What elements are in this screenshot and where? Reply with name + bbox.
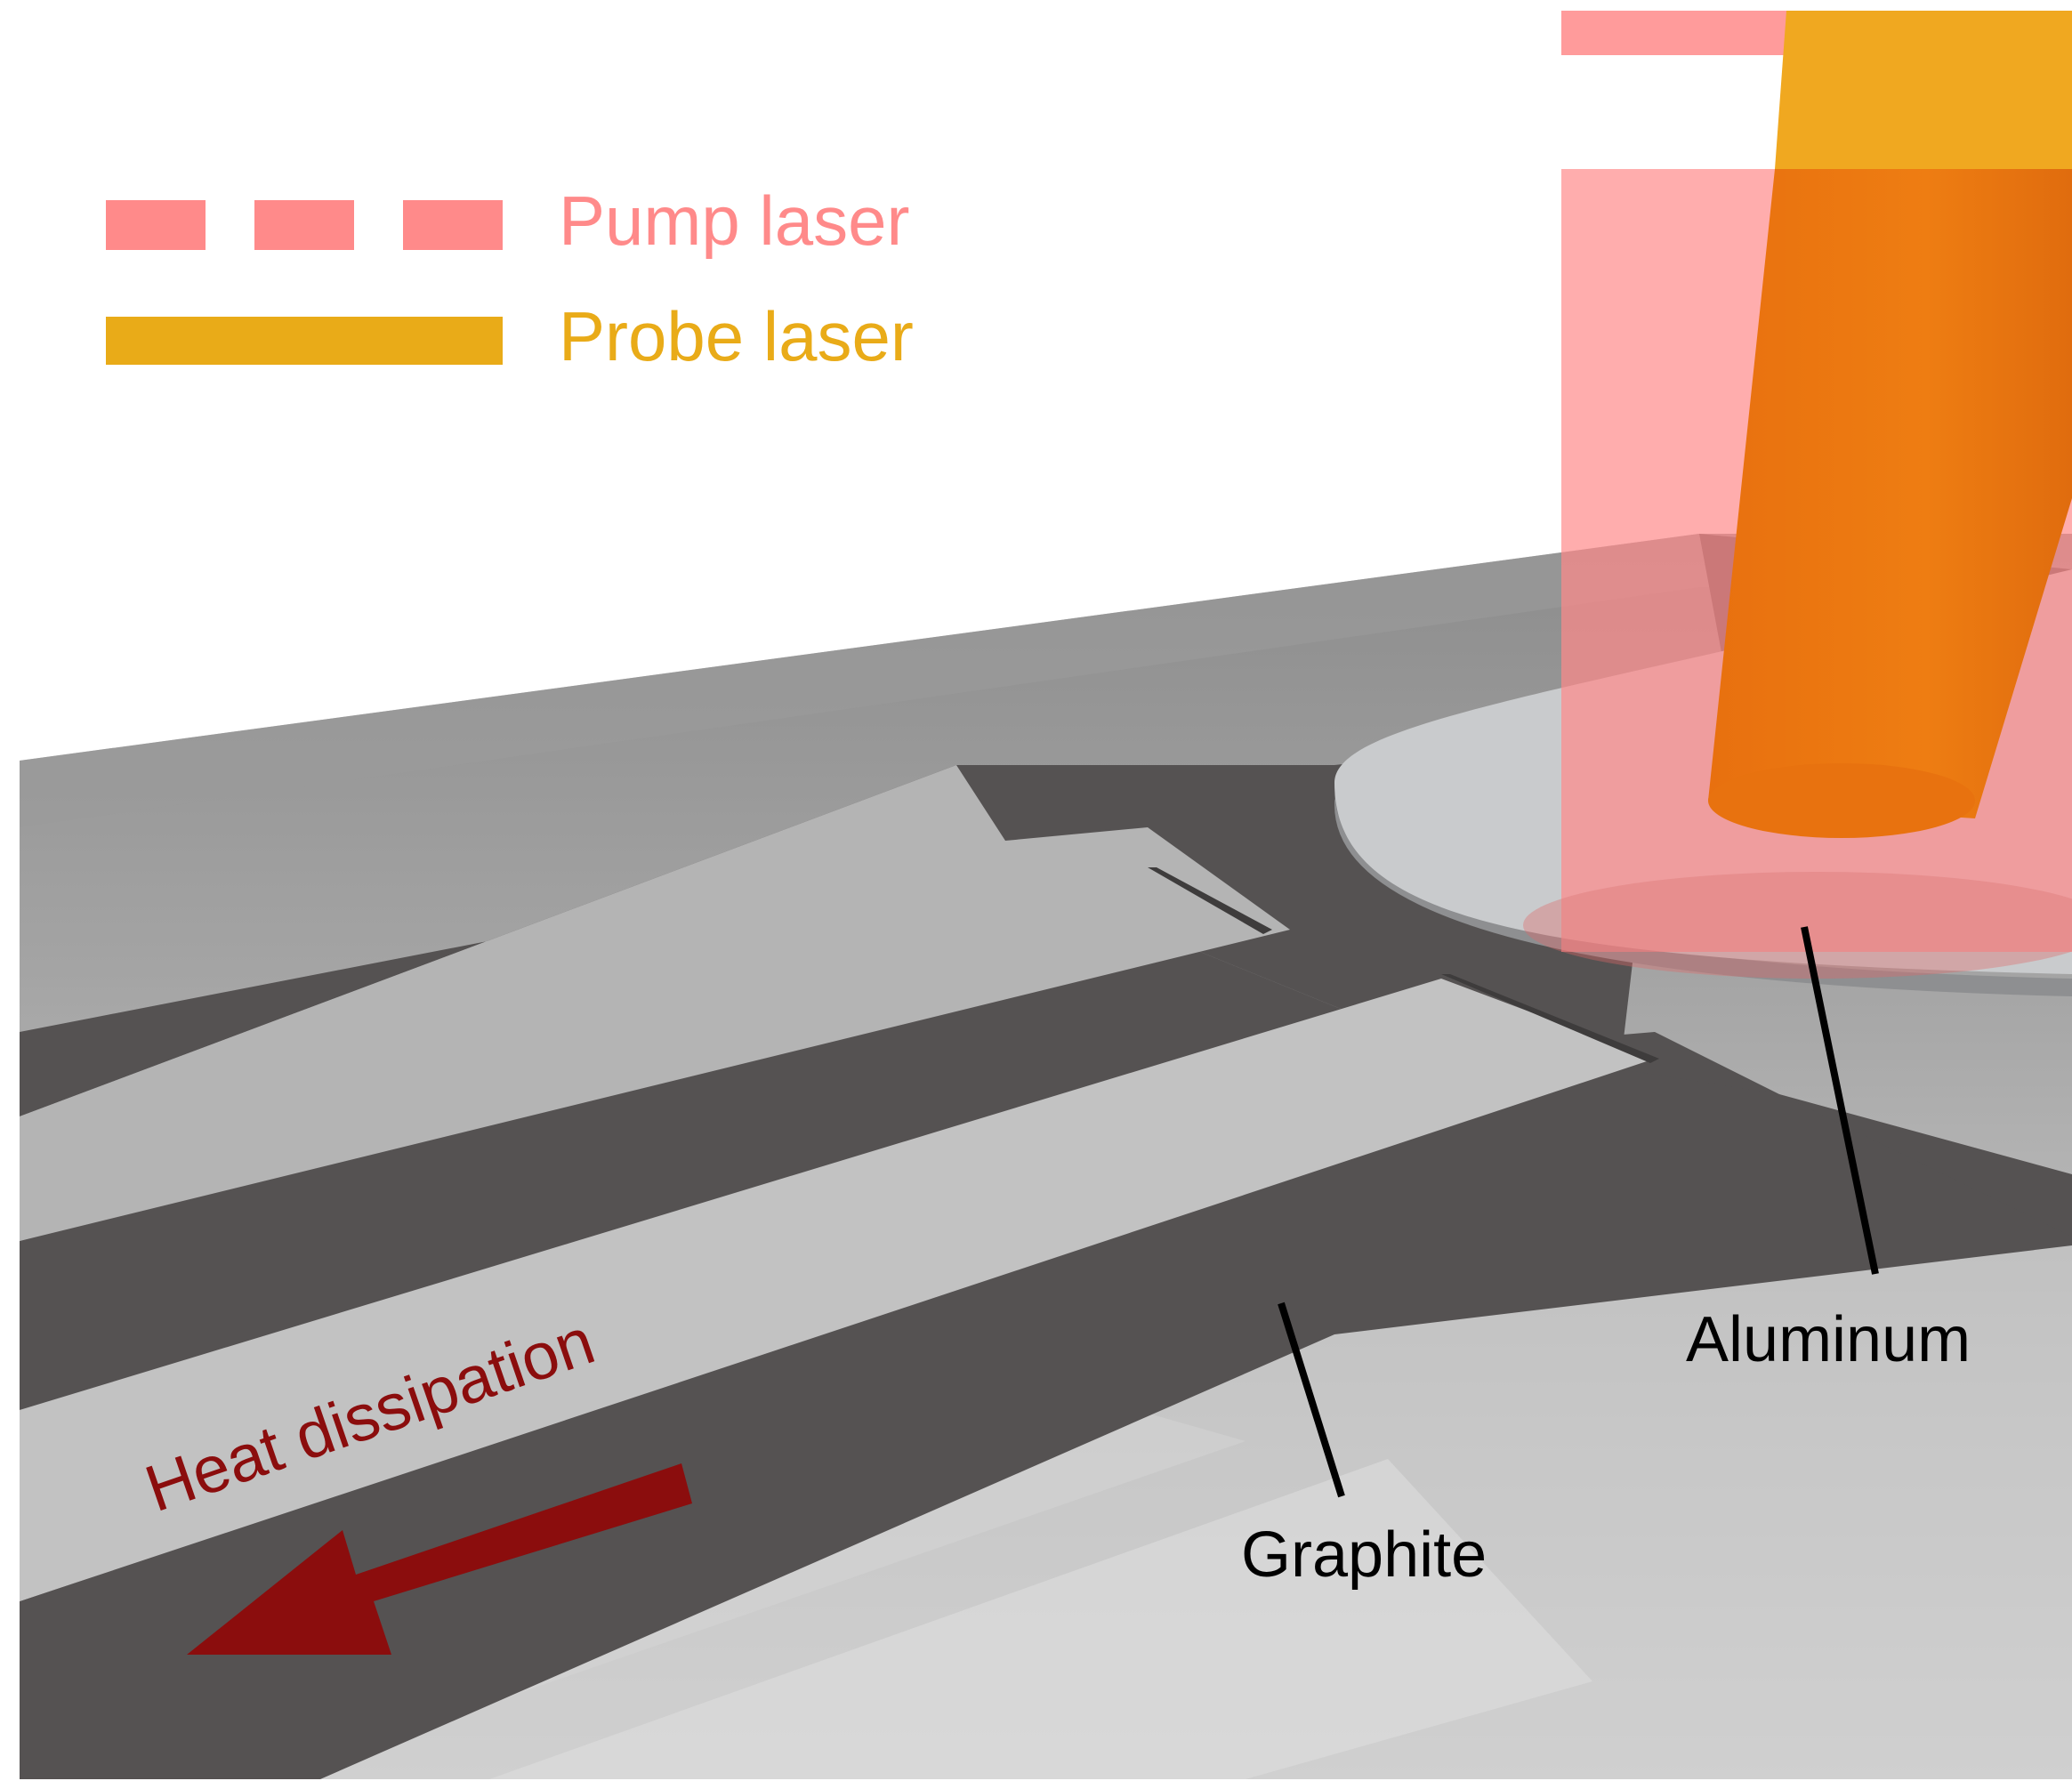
heat-arrow: [187, 1463, 692, 1655]
probe-legend-swatch: [106, 317, 503, 365]
probe-legend-label: Probe laser: [559, 297, 914, 375]
aluminum-leader-line: [1801, 926, 1879, 1275]
graphite-slot: [20, 765, 1290, 1241]
substrate-back-band: [20, 534, 2072, 827]
pump-legend-label: Pump laser: [559, 181, 910, 260]
legend: Pump laser Probe laser: [106, 181, 914, 375]
pump-legend-swatch: [106, 200, 503, 250]
substrate-reflection: [489, 1459, 1592, 1779]
graphite-leader-line: [1278, 1301, 1345, 1498]
graphite-slot: [20, 979, 1655, 1601]
substrate-front-region: [311, 1156, 2072, 1779]
probe-beam: [1708, 11, 2072, 838]
aluminum-label: Aluminum: [1686, 1304, 1971, 1375]
graphite-label: Graphite: [1241, 1519, 1487, 1591]
